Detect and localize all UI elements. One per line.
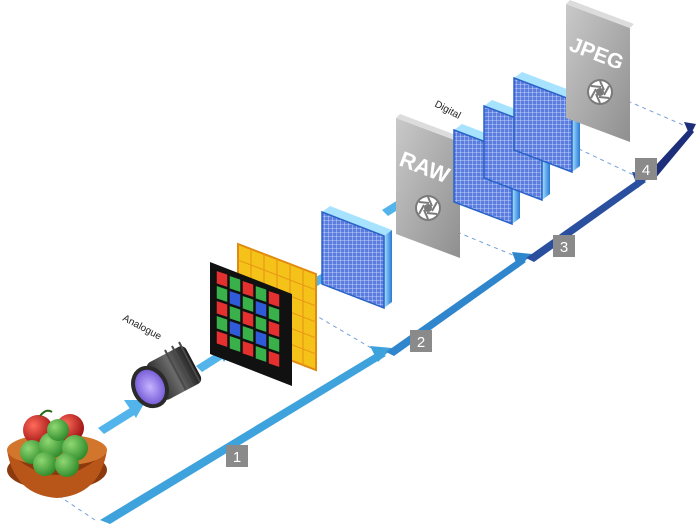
stage-label-4: 4	[642, 162, 650, 179]
digital-label: Digital	[433, 99, 463, 122]
stage-badge-2: 2	[410, 330, 432, 352]
jpeg-document: JPEG	[566, 0, 634, 142]
stage-arrow-2	[386, 252, 532, 356]
stage-badge-3: 3	[553, 235, 575, 257]
apple-bowl-icon	[7, 409, 107, 498]
stage-label-1: 1	[233, 449, 241, 466]
stage-badge-4: 4	[635, 158, 657, 180]
guide-lines	[19, 101, 691, 521]
lens-icon	[131, 341, 202, 409]
stage-label-2: 2	[417, 334, 425, 351]
processing-panel-3	[513, 72, 580, 174]
aperture-icon	[415, 195, 441, 221]
analogue-label: Analogue	[121, 313, 164, 343]
stage-arrow-4	[646, 122, 696, 180]
raw-document: RAW	[396, 114, 464, 258]
sensor-panel	[321, 206, 392, 310]
aperture-icon	[587, 79, 613, 105]
stage-badge-1: 1	[226, 445, 248, 467]
stage-arrow-1	[100, 346, 392, 524]
bayer-filter-icon	[210, 262, 292, 386]
stage-label-3: 3	[560, 239, 568, 256]
